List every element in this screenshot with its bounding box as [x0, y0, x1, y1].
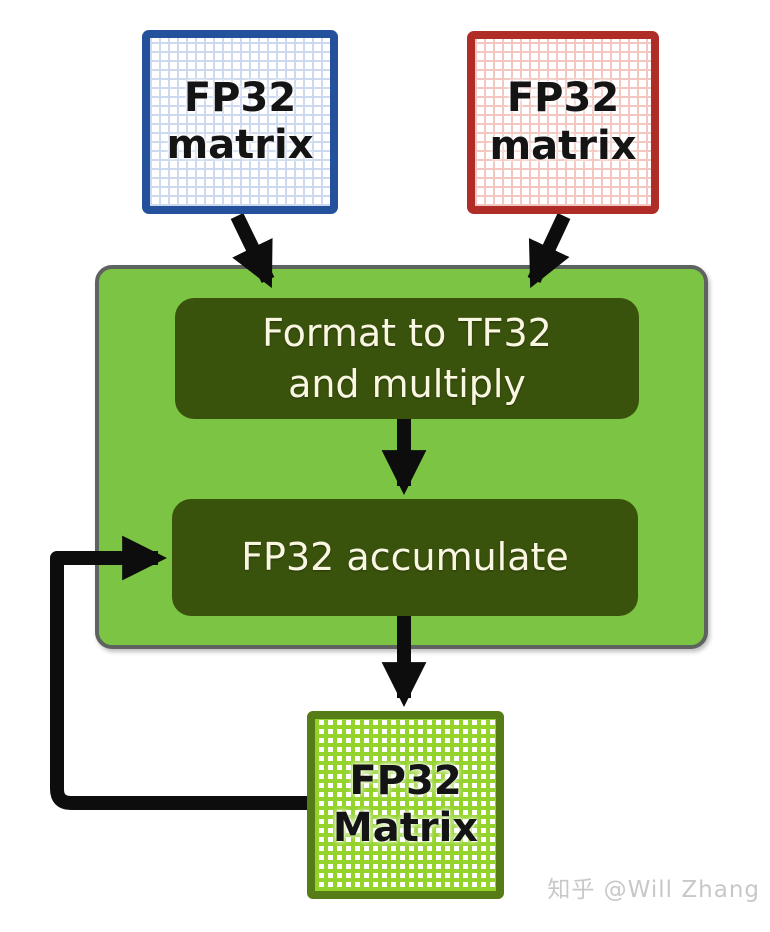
input-matrix-b-label-line2: matrix [489, 122, 637, 169]
accumulate-step: FP32 accumulate [172, 499, 638, 616]
input-matrix-a-label-line1: FP32 [183, 74, 297, 121]
input-matrix-a: FP32 matrix [142, 30, 338, 214]
input-matrix-b-label-line1: FP32 [506, 75, 620, 122]
format-multiply-label-line1: Format to TF32 [262, 311, 552, 356]
input-matrix-b: FP32 matrix [467, 31, 659, 214]
output-matrix-label-line1: FP32 [349, 757, 462, 804]
output-matrix-label-line2: Matrix [332, 805, 479, 851]
watermark: 知乎 @Will Zhang [547, 877, 760, 903]
input-matrix-a-label-line2: matrix [166, 122, 314, 168]
output-matrix: FP32 Matrix [307, 711, 504, 899]
format-multiply-label-line2: and multiply [288, 361, 526, 406]
accumulate-label: FP32 accumulate [241, 535, 569, 580]
format-multiply-step: Format to TF32 and multiply [175, 298, 639, 419]
